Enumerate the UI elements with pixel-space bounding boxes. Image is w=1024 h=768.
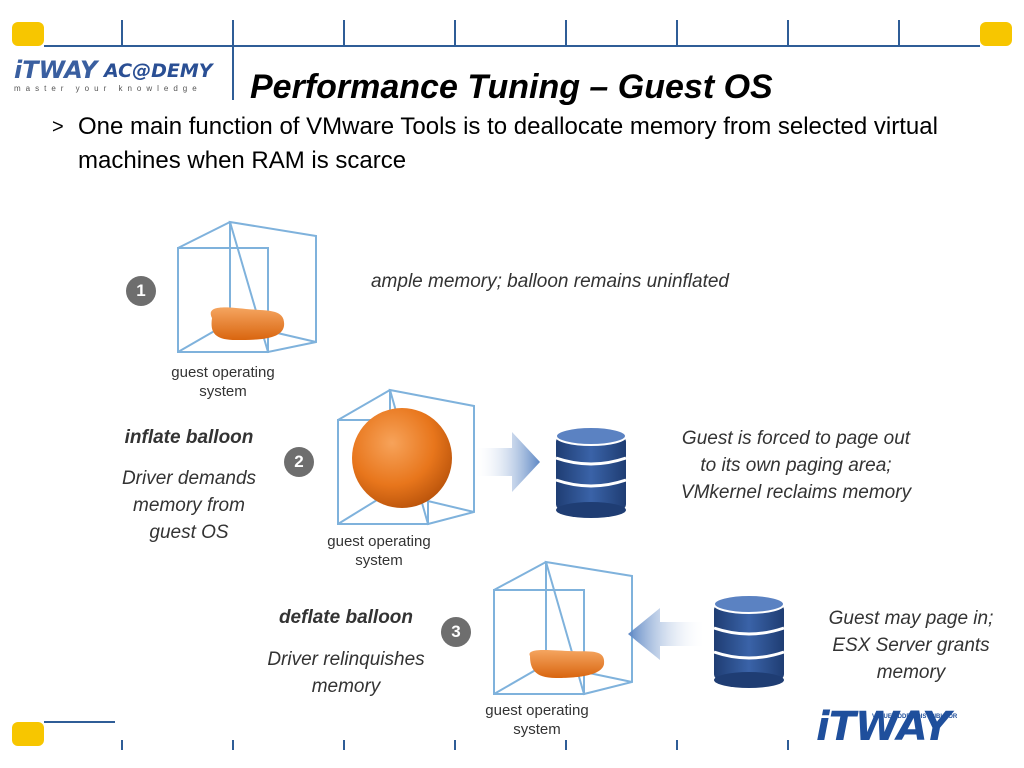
step2-action-line1: Driver demands: [121, 468, 257, 489]
balloon-inflated: [352, 408, 452, 508]
step3-result: Guest may page in; ESX Server grants mem…: [806, 605, 1016, 686]
step3-caption: guest operating system: [464, 701, 610, 739]
academy-logo: iTWAY AC@DEMY master your knowledge: [12, 54, 234, 98]
step2-result-line2: to its own paging area;: [700, 455, 892, 476]
corner-yellow-tl: [12, 22, 44, 46]
step-number-1: 1: [126, 276, 156, 306]
corner-yellow-bl: [12, 722, 44, 746]
disk-step3: [713, 594, 785, 688]
step2-action-line3: guest OS: [149, 522, 229, 543]
footer-logo-brand: iTWAY: [816, 704, 951, 750]
step1-description: ample memory; balloon remains uninflated: [370, 271, 729, 292]
step3-result-line1: Guest may page in;: [828, 608, 994, 629]
step2-caption: guest operating system: [306, 532, 452, 570]
arrow-to-disk: [474, 432, 540, 492]
logo-tagline: master your knowledge: [14, 84, 202, 93]
step-number-2: 2: [284, 447, 314, 477]
step2-caption-line1: guest operating: [327, 533, 431, 550]
step3-result-line2: ESX Server grants: [832, 635, 990, 656]
step3-action-line2: memory: [311, 676, 381, 697]
logo-academy: AC@DEMY: [104, 60, 213, 82]
logo-brand: iTWAY: [14, 56, 98, 84]
step2-result-line3: VMkernel reclaims memory: [680, 482, 912, 503]
bullet-marker: >: [52, 116, 64, 138]
step2-action-line2: memory from: [133, 495, 245, 516]
step3-action-line1: Driver relinquishes: [267, 649, 425, 670]
step2-result-line1: Guest is forced to page out: [681, 428, 911, 449]
step3-action-desc: Driver relinquishes memory: [246, 646, 446, 700]
step3-caption-line1: guest operating: [485, 702, 589, 719]
bullet-text: One main function of VMware Tools is to …: [78, 113, 938, 174]
step2-caption-line2: system: [355, 552, 403, 569]
footer-logo-tagline: VALUE ADDED DISTRIBUTOR: [872, 714, 958, 720]
step3-action-title: deflate balloon: [278, 607, 414, 628]
step1-caption: guest operating system: [150, 363, 296, 401]
step1-caption-line1: guest operating: [171, 364, 275, 381]
balloon-deflated: [529, 650, 605, 678]
step2-action-desc: Driver demands memory from guest OS: [94, 465, 284, 546]
disk-step2: [555, 426, 627, 518]
step3-caption-line2: system: [513, 721, 561, 738]
step1-caption-line2: system: [199, 383, 247, 400]
step3-result-line3: memory: [876, 662, 946, 683]
step2-action-title: inflate balloon: [124, 427, 254, 448]
step-number-3: 3: [441, 617, 471, 647]
step2-result: Guest is forced to page out to its own p…: [646, 425, 946, 506]
itway-footer-logo: iTWAY VALUE ADDED DISTRIBUTOR: [816, 700, 986, 752]
balloon-uninflated: [210, 307, 285, 340]
arrow-from-disk: [628, 608, 706, 660]
corner-yellow-tr: [980, 22, 1012, 46]
slide-title: Performance Tuning – Guest OS: [250, 68, 773, 106]
